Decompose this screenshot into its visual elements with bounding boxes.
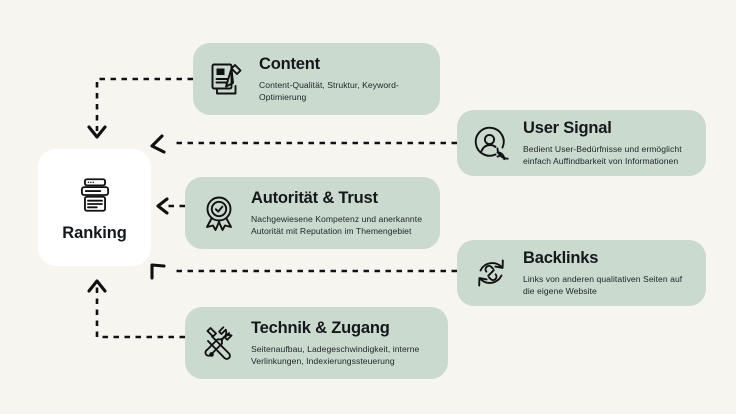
- search-results-ranking-icon: [80, 178, 109, 212]
- card-title: Backlinks: [523, 248, 599, 267]
- arrowhead-content: [87, 125, 107, 139]
- card-autoritaet-trust[interactable]: Autorität & Trust Nachgewiesene Kompeten…: [185, 177, 440, 249]
- card-description: Content-Qualität, Struktur, Keyword-Opti…: [259, 79, 399, 102]
- card-title: User Signal: [523, 118, 612, 137]
- wrench-screwdriver-icon: [204, 326, 233, 360]
- card-content-text: Content Content-Qualität, Struktur, Keyw…: [259, 55, 440, 104]
- card-description: Bedient User-Bedürfnisse und ermöglicht …: [523, 143, 682, 166]
- card-title: Content: [259, 54, 320, 73]
- ranking-node[interactable]: Ranking: [38, 149, 151, 266]
- card-title: Autorität & Trust: [251, 188, 378, 207]
- card-description: Nachgewiesene Kompetenz und anerkannte A…: [251, 213, 423, 236]
- card-backlinks[interactable]: Backlinks Links von anderen qualitativen…: [457, 240, 706, 306]
- link-refresh-icon: [478, 259, 504, 287]
- card-description: Links von anderen qualitativen Seiten au…: [523, 273, 683, 296]
- card-title: Technik & Zugang: [251, 318, 390, 337]
- arrowhead-user-signal: [150, 134, 166, 154]
- connector-content: [95, 77, 193, 131]
- card-autoritaet-trust-text: Autorität & Trust Nachgewiesene Kompeten…: [251, 189, 440, 238]
- award-badge-check-icon: [206, 196, 232, 231]
- card-user-signal-text: User Signal Bedient User-Bedürfnisse und…: [523, 119, 706, 168]
- card-backlinks-text: Backlinks Links von anderen qualitativen…: [523, 249, 706, 298]
- card-technik-zugang-text: Technik & Zugang Seitenaufbau, Ladegesch…: [251, 319, 448, 368]
- card-user-signal[interactable]: User Signal Bedient User-Bedürfnisse und…: [457, 110, 706, 176]
- arrowhead-technik: [87, 279, 107, 293]
- card-description: Seitenaufbau, Ladegeschwindigkeit, inter…: [251, 343, 420, 366]
- arrowhead-backlinks: [150, 263, 166, 280]
- card-content[interactable]: Content Content-Qualität, Struktur, Keyw…: [193, 43, 440, 115]
- connector-technik: [95, 287, 185, 339]
- card-technik-zugang[interactable]: Technik & Zugang Seitenaufbau, Ladegesch…: [185, 307, 448, 379]
- arrowhead-autoritaet: [156, 197, 169, 215]
- document-pencil-icon: [211, 63, 242, 95]
- user-signal-icon: [474, 126, 509, 161]
- ranking-node-label: Ranking: [62, 223, 127, 242]
